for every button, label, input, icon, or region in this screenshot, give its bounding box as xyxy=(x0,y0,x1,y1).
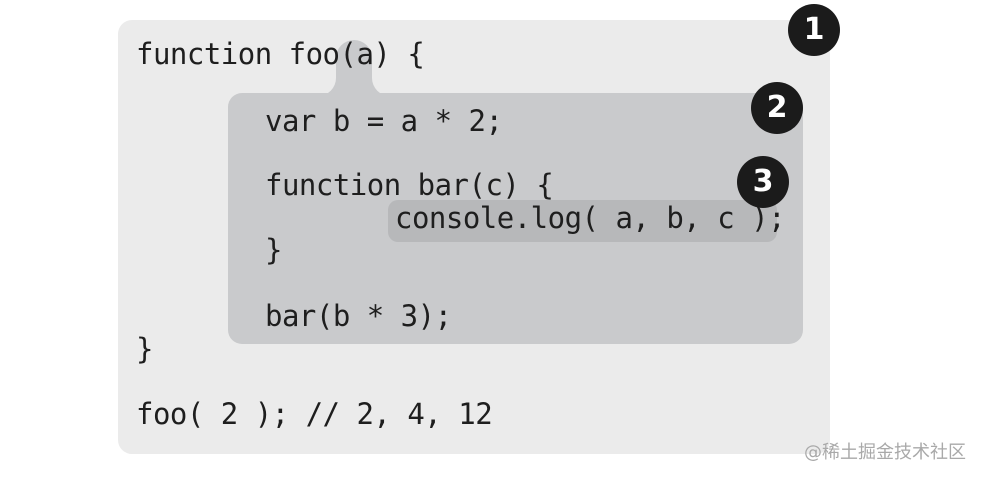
scope-bubble-connector xyxy=(336,40,372,100)
code-line-console-log: console.log( a, b, c ); xyxy=(395,201,786,235)
code-line-function-bar: function bar(c) { xyxy=(265,168,554,202)
scope-number-badge-1: 1 xyxy=(788,4,840,56)
code-line-close-foo: } xyxy=(136,332,153,366)
bar-scope-bubble xyxy=(388,200,777,242)
code-line-call-bar: bar(b * 3); xyxy=(265,299,452,333)
scope-bubble-connector-left xyxy=(316,76,336,96)
scope-bubble-connector-right xyxy=(372,76,392,96)
code-line-var-b: var b = a * 2; xyxy=(265,104,503,138)
code-line-call-foo: foo( 2 ); // 2, 4, 12 xyxy=(136,397,493,431)
watermark: @稀土掘金技术社区 xyxy=(804,442,966,463)
scope-number-badge-2: 2 xyxy=(751,82,803,134)
scope-number-badge-3: 3 xyxy=(737,156,789,208)
code-line-function-foo: function foo(a) { xyxy=(136,37,425,71)
code-line-close-bar: } xyxy=(265,233,282,267)
